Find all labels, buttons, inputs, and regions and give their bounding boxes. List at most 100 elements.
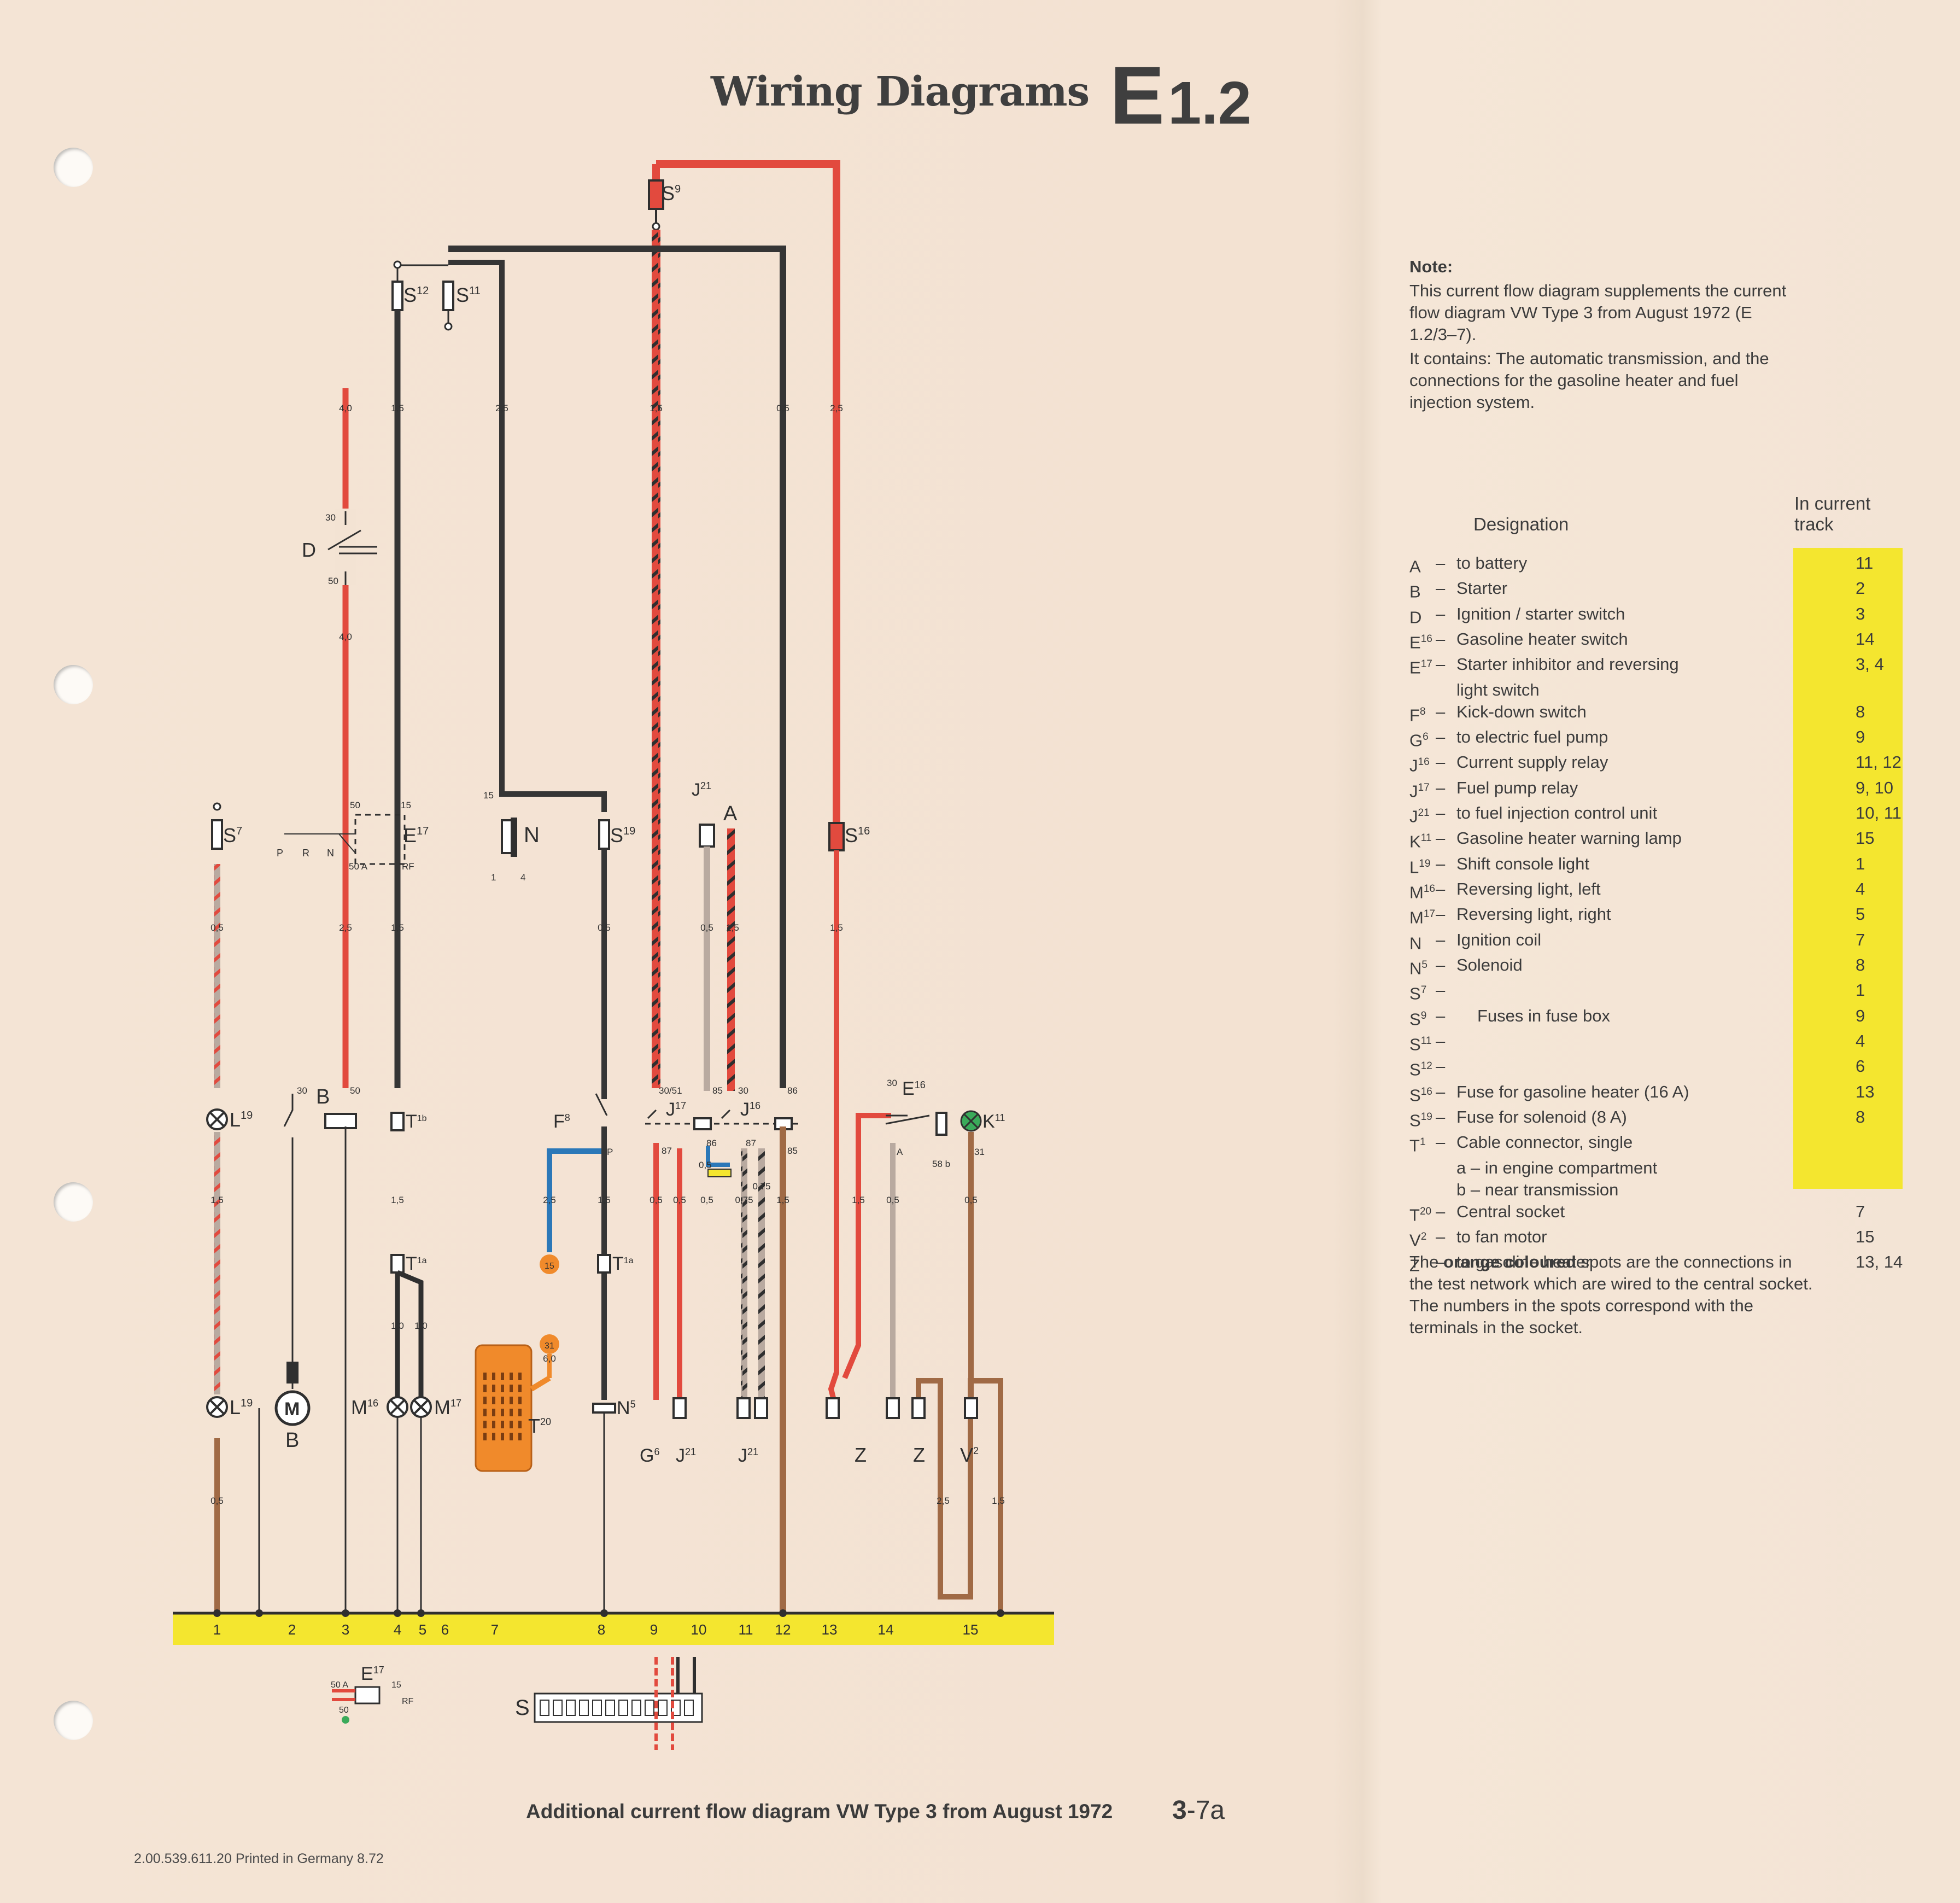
wire-size-label: 4,0: [339, 403, 352, 413]
terminal-85-j16: 85: [787, 1146, 798, 1156]
track-number: 4: [394, 1621, 401, 1638]
legend-row: S19–Fuse for solenoid (8 A)8: [1409, 1106, 1903, 1131]
socket-pin: [492, 1433, 495, 1440]
terminal-15-detail: 15: [391, 1680, 401, 1690]
wire-size-label: 0,5: [210, 923, 224, 933]
legend-description: [1456, 979, 1838, 1005]
switch-e16: [885, 1114, 930, 1125]
page-title: Wiring Diagrams: [711, 68, 1090, 115]
legend-dash: –: [1436, 828, 1446, 848]
legend-track: 7: [1856, 930, 1865, 949]
terminal-85-j17: 85: [712, 1085, 723, 1096]
legend-dash: –: [1436, 1133, 1446, 1152]
legend-code: E16: [1409, 628, 1436, 653]
legend-code: [1409, 679, 1436, 701]
fuse-s16: [828, 822, 845, 851]
legend-spacer: [1838, 1081, 1845, 1106]
legend-description: Cable connector, single: [1456, 1133, 1633, 1152]
legend-track: 11: [1856, 553, 1874, 573]
label-t20: T20: [528, 1415, 551, 1437]
legend-description: Ignition coil: [1456, 930, 1542, 949]
socket-pin: [510, 1373, 513, 1380]
legend-description: Solenoid: [1456, 955, 1523, 974]
wire-size-label: 1,0: [414, 1321, 428, 1331]
legend-code: J17: [1409, 777, 1436, 802]
legend-dash: –: [1436, 1082, 1446, 1101]
terminal-50a-detail: 50 A: [331, 1680, 348, 1690]
legend-description: Reversing light, right: [1456, 904, 1611, 924]
switch-f8: [595, 1093, 608, 1116]
legend-code-letter: B: [1409, 582, 1421, 602]
legend-row: S12–6: [1409, 1055, 1903, 1081]
test-spot-15: [540, 1254, 559, 1274]
legend-track: 8: [1856, 1107, 1865, 1126]
fuse-s19: [598, 819, 610, 850]
legend-track: [1845, 1157, 1903, 1179]
legend-code: E17: [1409, 653, 1436, 679]
socket-pin: [510, 1421, 513, 1428]
legend-track: 15: [1856, 1227, 1875, 1246]
wire-size-label: 0,5: [886, 1195, 899, 1205]
legend-description: Shift console light: [1456, 854, 1589, 873]
terminal-4-n: 4: [520, 872, 525, 883]
track-number: 12: [775, 1621, 791, 1638]
socket-pin: [510, 1409, 513, 1416]
legend-code: D: [1409, 603, 1436, 628]
e17-detail-dot: [342, 1716, 349, 1724]
label-s11: S11: [456, 284, 481, 306]
terminal-p-f8: P: [607, 1147, 613, 1157]
punch-hole: [54, 1182, 93, 1222]
wire-size-label: 0,5: [700, 923, 713, 933]
label-j21: J21: [692, 780, 711, 799]
track-number: 15: [963, 1621, 979, 1638]
terminal-3051: 30/51: [659, 1085, 682, 1096]
wire-red-13: [828, 850, 839, 1401]
page-number-sub: -7a: [1186, 1796, 1225, 1825]
socket-pin: [483, 1385, 487, 1392]
legend-spacer: [1838, 853, 1845, 878]
legend-code-sup: 9: [1420, 1009, 1427, 1021]
wire-size-label: 2,5: [937, 1496, 950, 1506]
terminal-rf-e17: RF: [402, 861, 414, 872]
connector-j21-b: [736, 1397, 751, 1419]
legend-code-letter: L: [1409, 857, 1419, 877]
legend-code-letter: S: [1409, 984, 1421, 1003]
label-motor: M: [284, 1399, 300, 1420]
connector-j21-c: [754, 1397, 768, 1419]
socket-pin: [518, 1385, 522, 1392]
label-prn-r: R: [302, 848, 309, 859]
legend-row: S16–Fuse for gasoline heater (16 A)13: [1409, 1081, 1903, 1106]
label-e16: E16: [902, 1078, 926, 1099]
legend-track: [1845, 1131, 1903, 1157]
wire-size-label: 1,5: [830, 923, 843, 933]
legend-code: T1: [1409, 1131, 1436, 1157]
legend-dash: –: [1436, 803, 1446, 822]
legend-spacer: [1838, 929, 1845, 954]
wire-size-label: 1,5: [992, 1496, 1005, 1506]
terminal-node: [393, 260, 402, 269]
track-number: 5: [419, 1621, 426, 1638]
label-j21-b2: J21: [738, 1445, 758, 1466]
orange-note-after: spots are the connections in the test ne…: [1409, 1252, 1813, 1337]
legend-dash: [1436, 679, 1456, 701]
socket-pin: [492, 1373, 495, 1380]
legend-description: Kick-down switch: [1456, 702, 1587, 721]
legend-dash: –: [1436, 1107, 1446, 1126]
legend-code: Z: [1409, 1251, 1436, 1276]
legend-code: N5: [1409, 954, 1436, 979]
legend-code-sup: 16: [1423, 883, 1435, 895]
socket-pin: [483, 1421, 487, 1428]
lamp-k11-cross: [963, 1113, 979, 1129]
wire-size-label: 1,5: [726, 923, 739, 933]
label-t1a-8: T1a: [612, 1253, 634, 1274]
legend-track: 9: [1856, 727, 1865, 746]
label-f8: F8: [553, 1111, 570, 1132]
terminal-30-e16: 30: [887, 1078, 897, 1088]
track-number: 2: [288, 1621, 296, 1638]
legend-spacer: [1838, 577, 1845, 603]
